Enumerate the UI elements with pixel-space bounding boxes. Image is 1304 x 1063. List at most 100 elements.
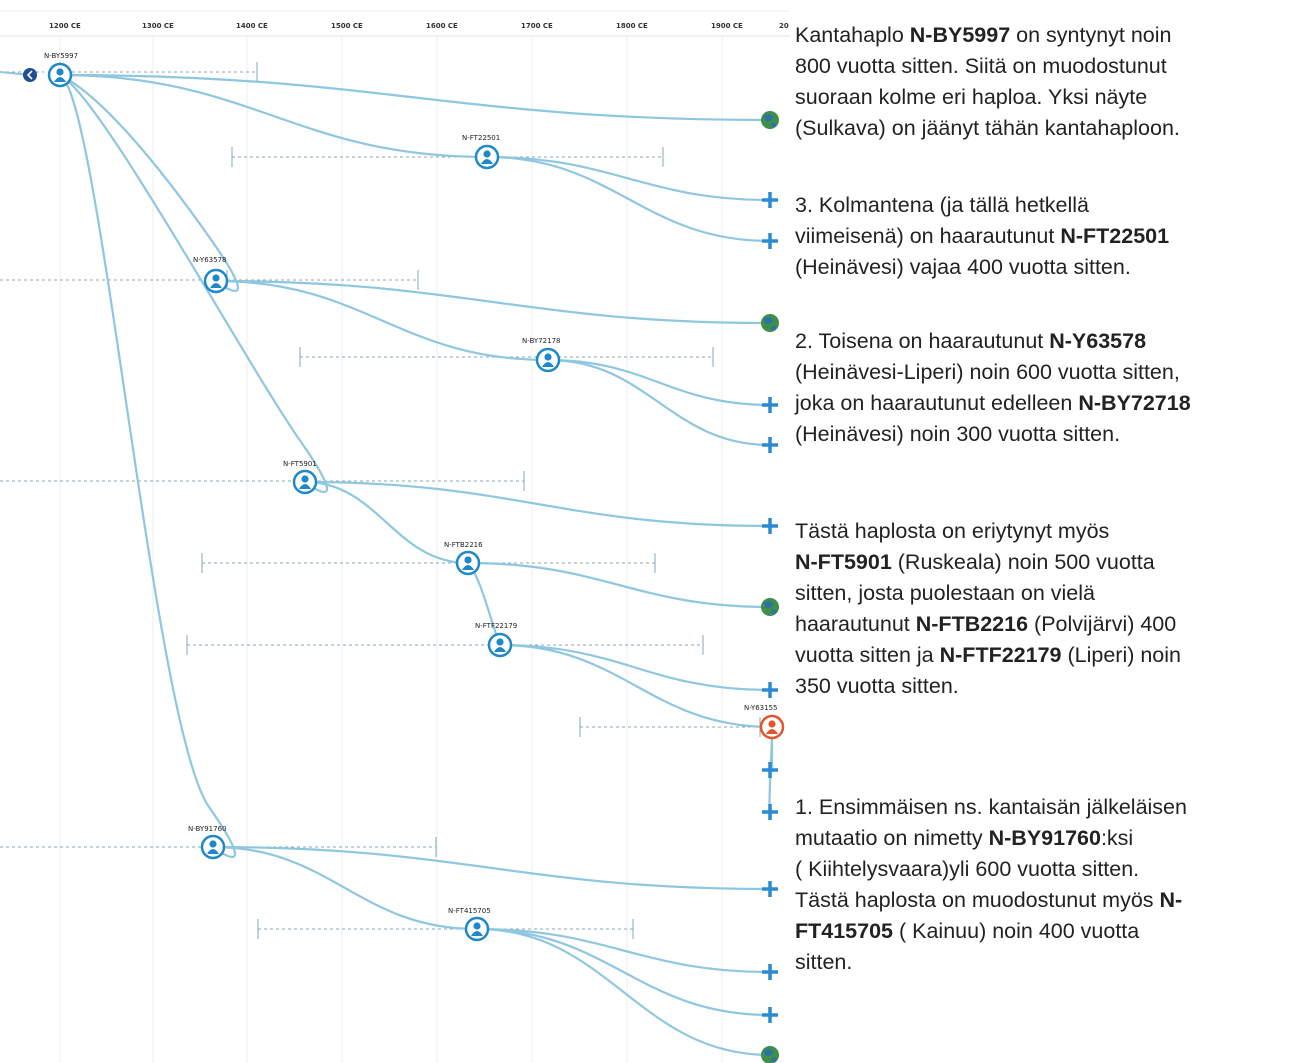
branch-line [212, 845, 478, 931]
plus-icon[interactable] [762, 437, 778, 453]
text-line: suoraan kolme eri haploa. Yksi näyte [795, 85, 1148, 109]
text-run: joka on haarautunut edelleen [795, 391, 1079, 415]
person-icon [462, 565, 474, 570]
haplo-node-label: N-BY72178 [522, 337, 560, 345]
text-run: ( Kainuu) noin 400 vuotta [893, 919, 1140, 943]
branch-line [467, 562, 502, 646]
axis-tick-label: 1900 CE [711, 22, 743, 30]
person-icon [544, 353, 552, 361]
person-icon [542, 362, 554, 367]
haplo-name: N- [1159, 888, 1183, 912]
branch-line [476, 927, 771, 1017]
branch-line [486, 155, 771, 243]
branch-line [499, 643, 773, 729]
text-line: 1. Ensimmäisen ns. kantaisän jälkeläisen [795, 795, 1187, 819]
axis-tick-label: 20 [779, 22, 789, 30]
person-icon [481, 159, 493, 164]
branch-line [547, 358, 771, 407]
person-icon [473, 922, 481, 930]
person-icon [471, 931, 483, 936]
person-icon [766, 729, 778, 734]
text-run: 2. Toisena on haarautunut [795, 329, 1050, 353]
haplo-name: N-Y63578 [1049, 329, 1147, 353]
haplo-node-label: N-FT415705 [448, 907, 491, 915]
plus-icon[interactable] [762, 518, 778, 534]
plus-icon[interactable] [762, 804, 778, 820]
text-run: (Polvijärvi) 400 [1028, 612, 1177, 636]
branch-line [59, 73, 771, 122]
haplo-node-label: N-Y63578 [193, 256, 226, 264]
haplo-node-label: N-BY5997 [44, 52, 78, 60]
globe-icon-water [771, 122, 777, 127]
person-icon [210, 283, 222, 288]
haplo-name: N-FTF22179 [939, 643, 1062, 667]
person-icon [212, 274, 220, 282]
branch-line [476, 927, 771, 974]
paragraph-intro: Kantahaplo N-BY5997 on syntynyt noin 800… [795, 20, 1295, 144]
axis-tick-label: 1500 CE [331, 22, 363, 30]
branch-line [467, 561, 771, 609]
timeline-header [0, 0, 790, 36]
globe-icon-water [764, 601, 773, 609]
haplo-node-label: N-Y63155 [744, 704, 777, 712]
branch-line [476, 927, 771, 1057]
haplo-name: N-FT22501 [1060, 224, 1170, 248]
haplo-node-label: N-FTF22179 [475, 622, 517, 630]
haplo-name: N-FTB2216 [915, 612, 1029, 636]
plus-icon[interactable] [762, 881, 778, 897]
text-run: :ksi [1100, 826, 1134, 850]
axis-tick-label: 1300 CE [142, 22, 174, 30]
text-run: mutaatio on nimetty [795, 826, 989, 850]
haplo-name: N-BY91760 [988, 826, 1101, 850]
text-line: (Heinävesi) vajaa 400 vuotta sitten. [795, 255, 1131, 279]
person-icon [494, 647, 506, 652]
text-run: (Liperi) noin [1061, 643, 1181, 667]
plus-icon[interactable] [762, 762, 778, 778]
text-line: 3. Kolmantena (ja tällä hetkellä [795, 193, 1090, 217]
haplo-node-label: N-BY91760 [188, 825, 226, 833]
plus-icon[interactable] [762, 682, 778, 698]
branch-line [304, 480, 771, 528]
person-icon [301, 475, 309, 483]
haplo-name: N-FT5901 [795, 550, 892, 574]
person-icon [56, 68, 64, 76]
text-run: (Ruskeala) noin 500 vuotta [891, 550, 1155, 574]
plus-icon[interactable] [762, 1007, 778, 1023]
back-button[interactable] [23, 68, 37, 82]
person-icon [54, 77, 66, 82]
text-line: 350 vuotta sitten. [795, 674, 959, 698]
axis-tick-label: 1400 CE [236, 22, 268, 30]
haplo-name: FT415705 [795, 919, 894, 943]
paragraph-second-branch: 2. Toisena on haarautunut N-Y63578 (Hein… [795, 326, 1295, 450]
paragraph-first-branch: 1. Ensimmäisen ns. kantaisän jälkeläisen… [795, 792, 1295, 978]
globe-icon-water [764, 1049, 773, 1057]
branch-line [59, 73, 488, 159]
globe-icon-water [771, 609, 777, 614]
plus-icon[interactable] [762, 192, 778, 208]
globe-icon-water [764, 317, 773, 325]
branch-line [59, 74, 328, 493]
text-run: Kantahaplo [795, 23, 910, 47]
axis-tick-label: 1800 CE [616, 22, 648, 30]
branch-line [212, 845, 771, 891]
person-icon [299, 484, 311, 489]
axis-tick-label: 1600 CE [426, 22, 458, 30]
text-line: ( Kiihtelysvaara)yli 600 vuotta sitten. [795, 857, 1140, 881]
text-line: 800 vuotta sitten. Siitä on muodostunut [795, 54, 1167, 78]
branch-line [215, 279, 549, 362]
globe-icon-water [771, 1057, 777, 1062]
person-icon [768, 720, 776, 728]
chevron-left-icon[interactable] [26, 70, 33, 80]
branch-line [59, 74, 236, 858]
haplo-node-label: N-FT5901 [283, 460, 317, 468]
plus-icon[interactable] [762, 397, 778, 413]
plus-icon[interactable] [762, 964, 778, 980]
text-run: vuotta sitten ja [795, 643, 940, 667]
text-run: haarautunut [795, 612, 916, 636]
branch-line [486, 155, 771, 202]
plus-icon[interactable] [762, 233, 778, 249]
axis-tick-label: 1700 CE [521, 22, 553, 30]
text-line: sitten. [795, 950, 853, 974]
